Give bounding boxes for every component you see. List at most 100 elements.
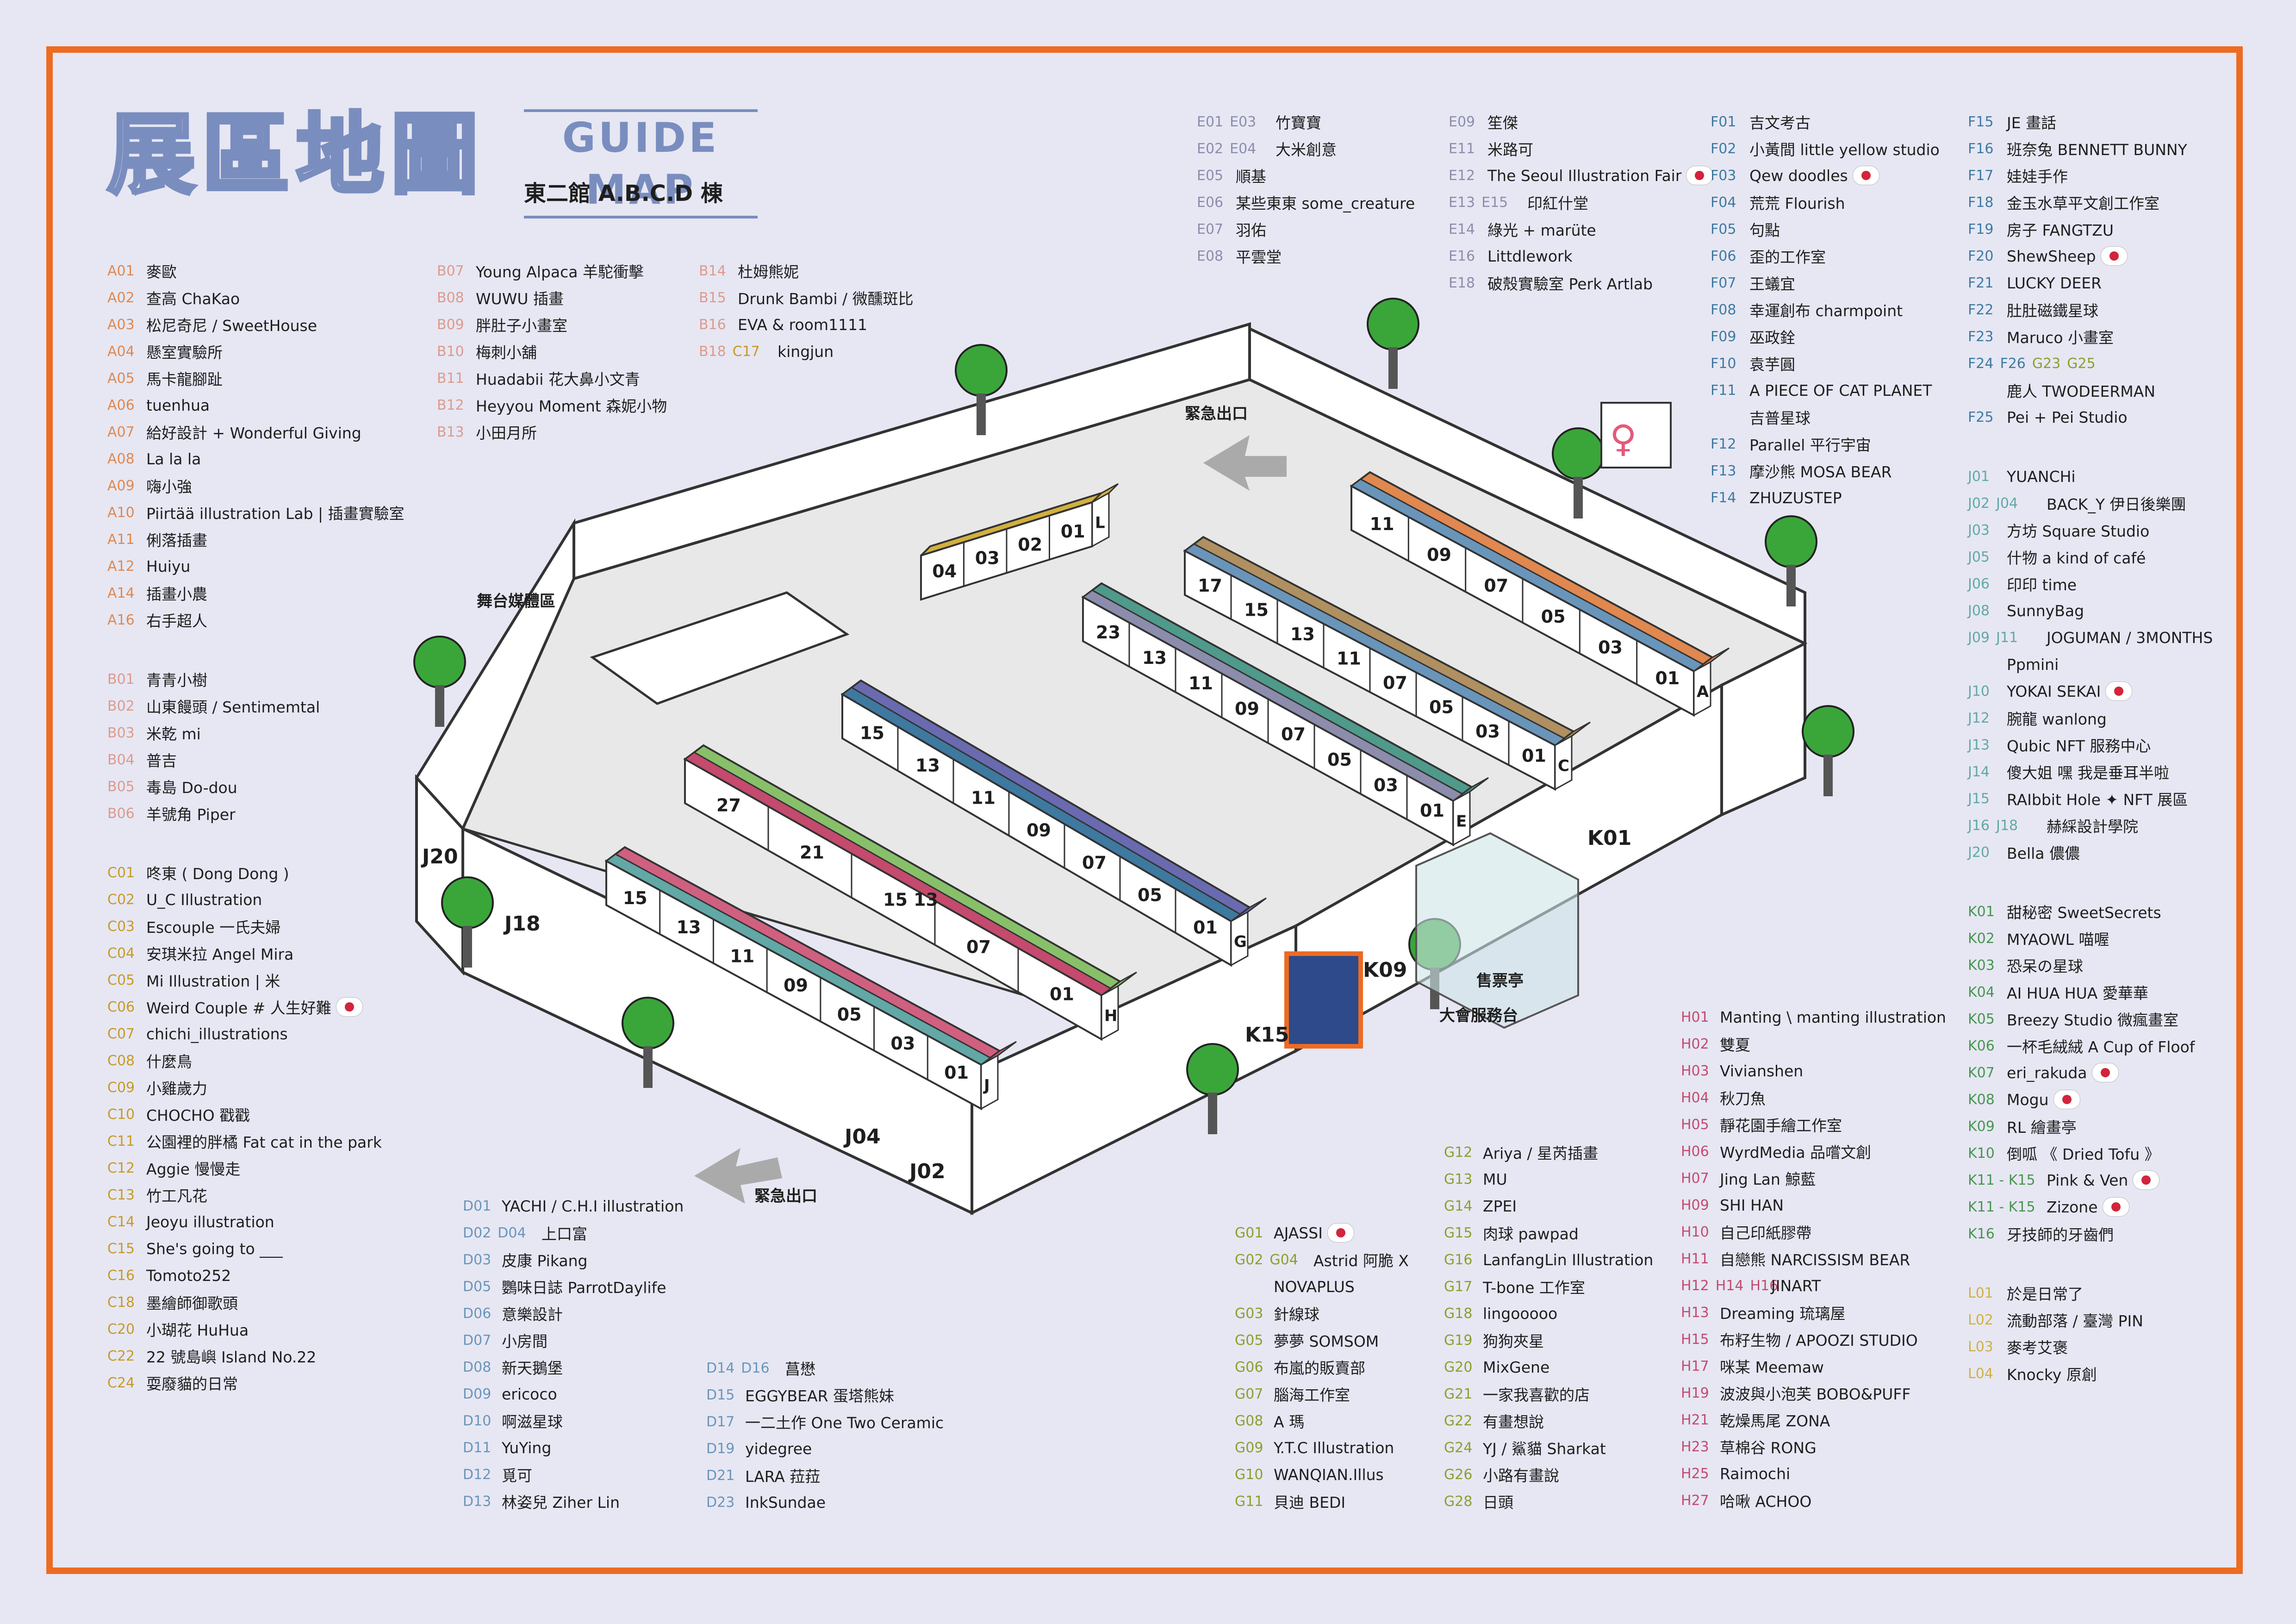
booth-code: F19 [1968, 221, 1994, 237]
booth-code: G11 [1235, 1493, 1263, 1510]
booth-codes: C22 [107, 1348, 146, 1364]
booth-code: J12 [1968, 710, 1990, 726]
exhibitor-name: 靜花園手繪工作室 [1720, 1117, 1842, 1135]
booth-codes: H17 [1681, 1358, 1720, 1374]
booth-code: E04 [1230, 140, 1257, 157]
booth-number: 07 [966, 937, 991, 957]
exhibitor-name: 摩沙熊 MOSA BEAR [1749, 463, 1892, 481]
booth-code: G12 [1444, 1144, 1473, 1161]
booth-number: 01 [1522, 745, 1546, 766]
booth-codes: G26 [1444, 1467, 1483, 1483]
exhibitor-name: 一杯毛絨絨 A Cup of Floof [2007, 1038, 2195, 1056]
exhibitor-name: 針線球 [1274, 1305, 1319, 1324]
exhibitor-name: 草棉谷 RONG [1720, 1439, 1817, 1457]
booth-code: G25 [2067, 355, 2096, 372]
booth-code: H23 [1681, 1438, 1709, 1455]
booth-codes: G13 [1444, 1171, 1483, 1187]
booth-code: F16 [1968, 140, 1994, 157]
booth-codes: F10 [1711, 356, 1749, 372]
booth-code: B01 [107, 671, 135, 687]
exhibitor-name: 金玉水草平文創工作室 [2007, 194, 2159, 212]
booth-code: G21 [1444, 1386, 1473, 1402]
booth-code: H03 [1681, 1062, 1709, 1079]
booth-number: 21 [800, 843, 824, 863]
exhibitor-name: 印印 time [2007, 576, 2077, 594]
booth-code: H27 [1681, 1492, 1709, 1509]
exhibitor-name: Piirtää illustration Lab | 插畫實驗室 [146, 505, 404, 523]
exhibitor-name: Mogu [2007, 1090, 2049, 1109]
booth-codes: F04 [1711, 194, 1749, 211]
exhibitor-name: Qew doodles [1749, 166, 1848, 185]
booth-codes: F13 [1711, 463, 1749, 479]
exhibitor-name: 杜姆熊妮 [738, 263, 799, 281]
booth-codes: G01 [1235, 1225, 1274, 1241]
booth-code: G09 [1235, 1439, 1263, 1456]
exhibitor-name: Y.T.C Illustration [1274, 1438, 1394, 1457]
exhibitor-name: 娃娃手作 [2007, 168, 2068, 186]
booth-code: H04 [1681, 1089, 1709, 1106]
booth-code: J14 [1968, 763, 1990, 780]
booth-code: F23 [1968, 328, 1994, 345]
booth-number: 01 [1420, 800, 1444, 821]
exhibitor-name: 羊號角 Piper [146, 806, 236, 824]
booth-code: K01 [1968, 903, 1995, 920]
entrance-sign [1284, 951, 1363, 1049]
exhibitor-name: Jeoyu illustration [146, 1212, 274, 1231]
booth-codes: G17 [1444, 1279, 1483, 1295]
exhibitor-name: Tomoto252 [146, 1266, 231, 1285]
booth-code: H17 [1681, 1358, 1709, 1374]
booth-number: 15 [860, 723, 884, 743]
booth-codes: G08 [1235, 1413, 1274, 1429]
flag-icon [1686, 166, 1713, 185]
booth-code: F02 [1711, 140, 1736, 157]
booth-number: 09 [1427, 545, 1451, 565]
exhibitor-name: 布嵐的販賣部 [1274, 1359, 1365, 1377]
exhibitor-name: 什物 a kind of café [2007, 549, 2146, 567]
booth-code: G07 [1235, 1386, 1263, 1402]
exhibitor-name: 馬卡龍腳趾 [146, 370, 223, 388]
booth-code: B11 [437, 370, 464, 387]
exhibitor-name: 自己印紙膠帶 [1720, 1224, 1811, 1242]
exhibitor-name: 哈啾 ACHOO [1720, 1493, 1812, 1511]
booth-code: F05 [1711, 221, 1736, 237]
booth-code: K03 [1968, 957, 1995, 974]
booth-code: B13 [437, 424, 464, 440]
booth-codes: H10 [1681, 1224, 1720, 1240]
exhibitor-name: Jing Lan 鯨藍 [1720, 1170, 1816, 1188]
booth-code: C15 [107, 1240, 135, 1257]
booth-code: C16 [107, 1267, 135, 1284]
exhibitor-name: JINART [1771, 1276, 1821, 1295]
exhibitor-name: Dreaming 琉璃屋 [1720, 1305, 1846, 1323]
booth-codes: G05 [1235, 1332, 1274, 1349]
booth-codes: C18 [107, 1294, 146, 1311]
booth-code: K06 [1968, 1037, 1995, 1054]
booth-code: E11 [1449, 140, 1475, 157]
booth-code: C18 [107, 1294, 135, 1311]
booth-codes: J06 [1968, 576, 2007, 592]
exit-arrow-bottom [694, 1148, 782, 1204]
booth-code: G01 [1235, 1224, 1263, 1241]
booth-codes: G24 [1444, 1440, 1483, 1456]
booth-number: 02 [1018, 535, 1042, 555]
